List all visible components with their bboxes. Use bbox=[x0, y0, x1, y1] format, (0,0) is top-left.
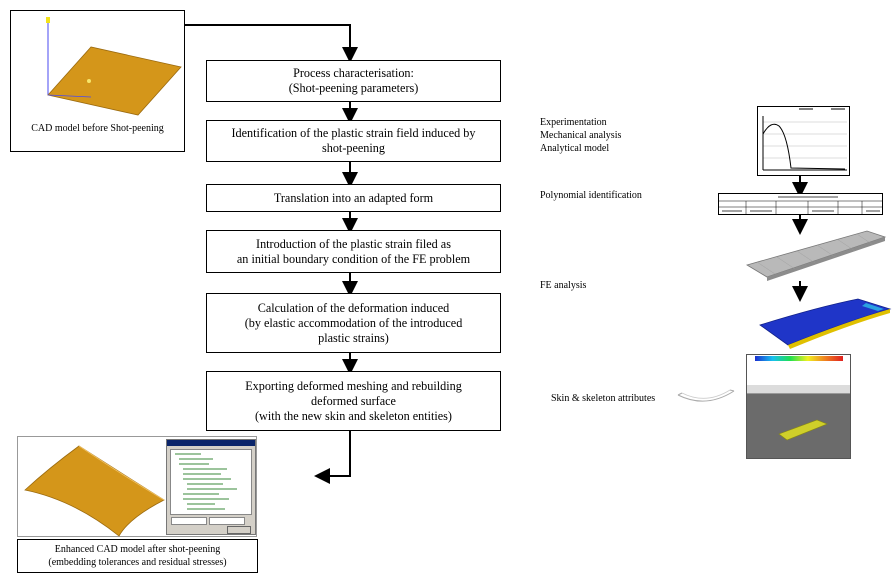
strain-profile-chart-image bbox=[757, 106, 850, 176]
viewer-plate-image bbox=[778, 419, 828, 441]
color-scale-bar bbox=[755, 356, 843, 361]
cad-after-caption-box: Enhanced CAD model after shot-peening (e… bbox=[17, 539, 258, 573]
window-button bbox=[227, 526, 251, 534]
fe-deformed-plate-image bbox=[759, 298, 892, 349]
arrow-cad-to-process bbox=[185, 24, 358, 63]
step-text: Calculation of the deformation induced bbox=[257, 300, 450, 315]
label-mechanical-analysis: Mechanical analysis bbox=[540, 130, 622, 141]
viewer-toolbar bbox=[747, 385, 850, 394]
step-text: Introduction of the plastic strain filed… bbox=[256, 236, 451, 251]
label-fe-analysis: FE analysis bbox=[540, 280, 587, 291]
step-exporting: Exporting deformed meshing and rebuildin… bbox=[206, 371, 501, 431]
cad-after-image-frame bbox=[17, 436, 257, 537]
arrow-step6-cad-after bbox=[314, 430, 351, 484]
tree-lines-image bbox=[175, 453, 237, 510]
fe-viewer-window bbox=[746, 354, 851, 459]
step-text: an initial boundary condition of the FE … bbox=[236, 251, 471, 266]
step-introduction: Introduction of the plastic strain filed… bbox=[206, 230, 501, 273]
window-field bbox=[171, 517, 207, 525]
step-text: Translation into an adapted form bbox=[273, 190, 434, 205]
step-text: shot-peening bbox=[322, 141, 385, 155]
step-text: Exporting deformed meshing and rebuildin… bbox=[245, 378, 462, 393]
tree-view bbox=[170, 449, 252, 515]
step-text: (with the new skin and skeleton entities… bbox=[255, 408, 452, 423]
step-text: plastic strains) bbox=[318, 330, 389, 345]
viewer-canvas bbox=[747, 394, 850, 458]
step-identification: Identification of the plastic strain fie… bbox=[206, 120, 501, 162]
step-text: (by elastic accommodation of the introdu… bbox=[244, 315, 463, 330]
label-skin-skeleton: Skin & skeleton attributes bbox=[551, 393, 656, 404]
skin-skeleton-shape-image bbox=[677, 389, 735, 402]
label-polynomial-identification: Polynomial identification bbox=[540, 190, 642, 201]
step-text: deformed surface bbox=[311, 393, 396, 408]
label-analytical-model: Analytical model bbox=[540, 143, 610, 154]
cad-after-caption-line: Enhanced CAD model after shot-peening bbox=[54, 544, 221, 555]
curved-plate-image bbox=[24, 445, 165, 537]
label-experimentation: Experimentation bbox=[540, 117, 607, 128]
cad-after-panel: Enhanced CAD model after shot-peening (e… bbox=[17, 436, 258, 573]
meshed-plate-image bbox=[746, 230, 887, 281]
cad-before-caption: CAD model before Shot-peening bbox=[31, 123, 164, 134]
cad-before-panel: CAD model before Shot-peening bbox=[10, 10, 185, 152]
step-translation: Translation into an adapted form bbox=[206, 184, 501, 212]
model-tree-window bbox=[166, 439, 256, 535]
step-process-characterisation: Process characterisation:(Shot-peening p… bbox=[206, 60, 501, 102]
flat-plate-image bbox=[46, 17, 182, 116]
step-text: Process characterisation: bbox=[293, 66, 414, 80]
step-text: (Shot-peening parameters) bbox=[288, 81, 419, 95]
step-text: Identification of the plastic strain fie… bbox=[231, 126, 476, 140]
cad-after-caption-line: (embedding tolerances and residual stres… bbox=[48, 557, 227, 568]
window-field bbox=[209, 517, 245, 525]
window-titlebar bbox=[167, 440, 255, 446]
step-calculation: Calculation of the deformation induced(b… bbox=[206, 293, 501, 353]
polynomial-table-image bbox=[718, 193, 883, 215]
